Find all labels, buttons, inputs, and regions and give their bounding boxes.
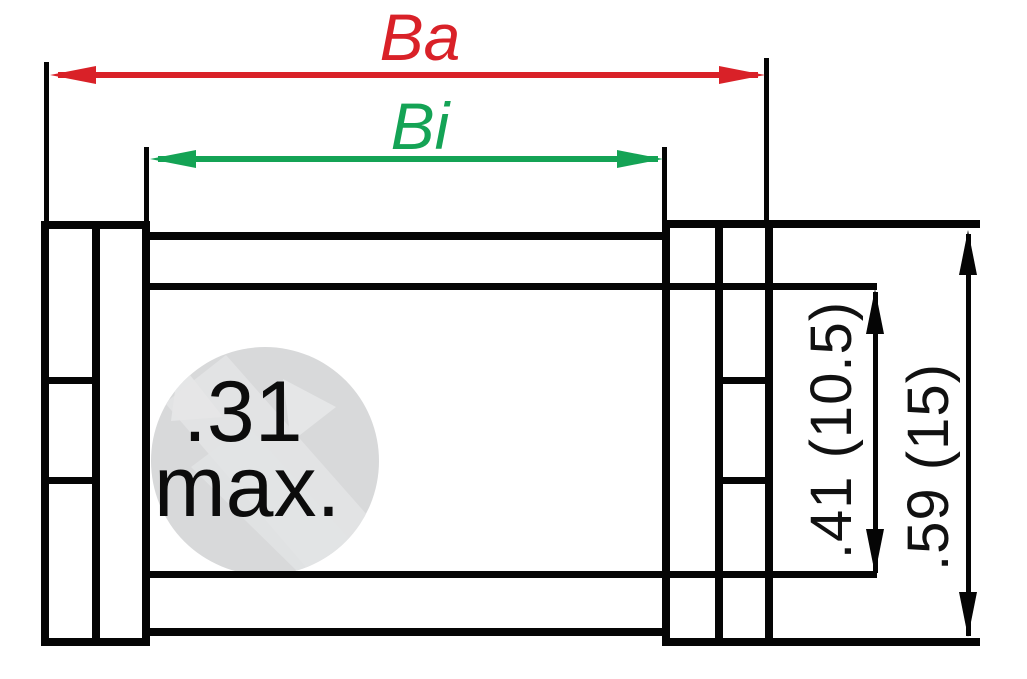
max-diameter-note-line1: .31	[183, 364, 303, 460]
right-bracket-mid-wall-line	[715, 220, 723, 646]
left-bracket-lower-crossbar-line	[45, 477, 96, 484]
watermark-arrow-shape	[165, 355, 376, 575]
ba-dimension-label: Ba	[379, 0, 461, 74]
inner-height-up-arrowhead-icon	[866, 289, 884, 334]
body-top-inner-line	[146, 283, 877, 290]
right-bracket-lower-crossbar-line	[719, 477, 769, 484]
watermark-circle	[151, 347, 379, 575]
ba-right-extension-line	[764, 58, 769, 222]
left-bracket-outer-wall-line	[41, 221, 49, 646]
body-top-outer-line	[146, 232, 666, 240]
outer-height-up-arrowhead-icon	[959, 230, 977, 275]
ba-right-arrowhead-icon	[719, 66, 765, 84]
right-bracket-bottom-cap-line	[662, 638, 980, 646]
body-bottom-inner-line	[146, 571, 877, 578]
bi-dimension-line	[158, 156, 658, 162]
outer-height-dimension-line	[966, 234, 971, 636]
right-bracket-outer-wall-line	[765, 220, 773, 646]
left-bracket-inner-wall-line	[142, 221, 150, 646]
right-bracket-top-cap-line	[662, 220, 980, 228]
right-bracket-inner-wall-line	[662, 220, 670, 646]
outer-height-dimension-label: .59 (15)	[896, 363, 961, 571]
right-bracket-upper-crossbar-line	[719, 377, 769, 384]
left-bracket-mid-wall-line	[92, 221, 100, 646]
outer-height-down-arrowhead-icon	[959, 592, 977, 637]
ba-left-arrowhead-icon	[50, 66, 96, 84]
inner-height-dimension-line	[873, 292, 878, 573]
bi-left-arrowhead-icon	[150, 150, 196, 168]
max-diameter-note-line2: max.	[154, 439, 341, 535]
bi-dimension-label: Bi	[390, 89, 450, 163]
left-bracket-upper-crossbar-line	[45, 377, 96, 384]
inner-height-down-arrowhead-icon	[866, 529, 884, 574]
bi-left-extension-line	[144, 147, 149, 225]
inner-height-dimension-label: .41 (10.5)	[799, 300, 864, 560]
bi-right-arrowhead-icon	[617, 150, 663, 168]
ba-dimension-line	[58, 72, 758, 78]
bi-right-extension-line	[662, 147, 667, 222]
body-bottom-outer-line	[146, 628, 666, 636]
ba-left-extension-line	[44, 62, 49, 223]
